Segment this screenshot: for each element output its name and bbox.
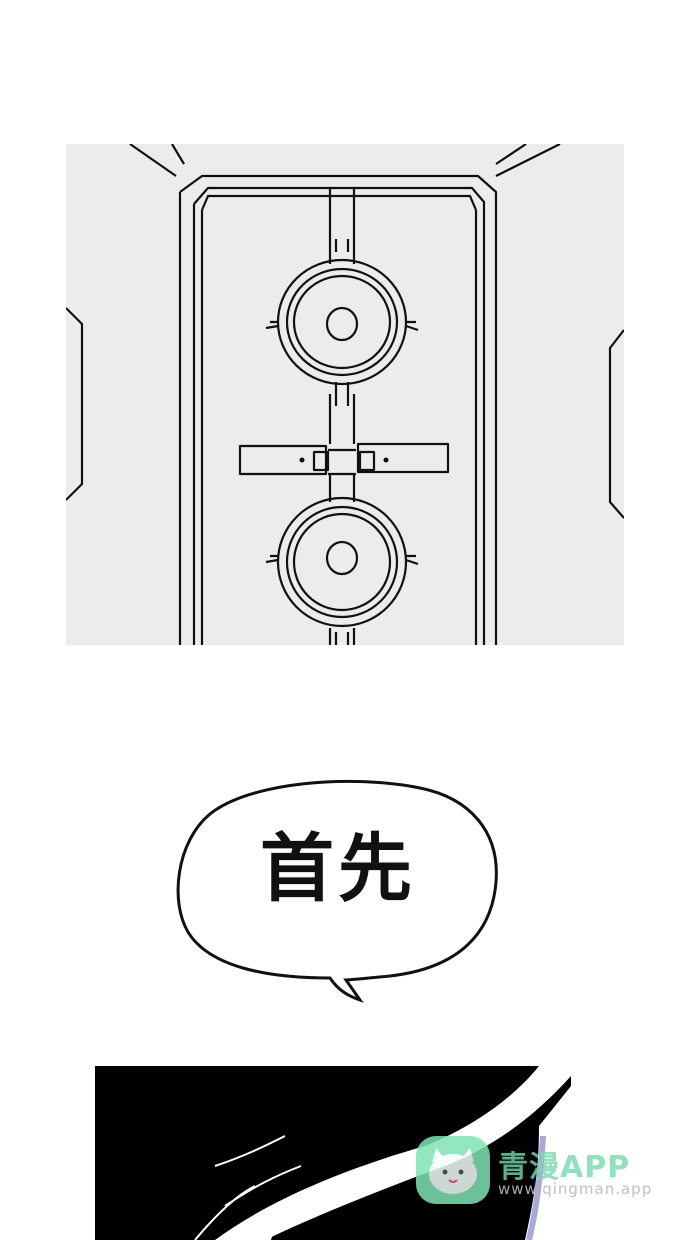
speech-bubble-outline xyxy=(176,779,498,1003)
dark-closeup-panel xyxy=(95,1066,571,1240)
watermark-url: www.qingman.app xyxy=(498,1180,653,1198)
watermark: 青漫APP www.qingman.app xyxy=(416,1136,656,1206)
dark-closeup-illustration xyxy=(95,1066,571,1240)
cat-logo-icon xyxy=(416,1136,490,1204)
watermark-title: 青漫APP xyxy=(498,1150,631,1185)
vault-door-illustration xyxy=(66,144,624,645)
speech-bubble: 首先 xyxy=(170,772,506,1004)
speech-bubble-text: 首先 xyxy=(260,826,416,912)
vault-door-panel xyxy=(66,144,624,645)
